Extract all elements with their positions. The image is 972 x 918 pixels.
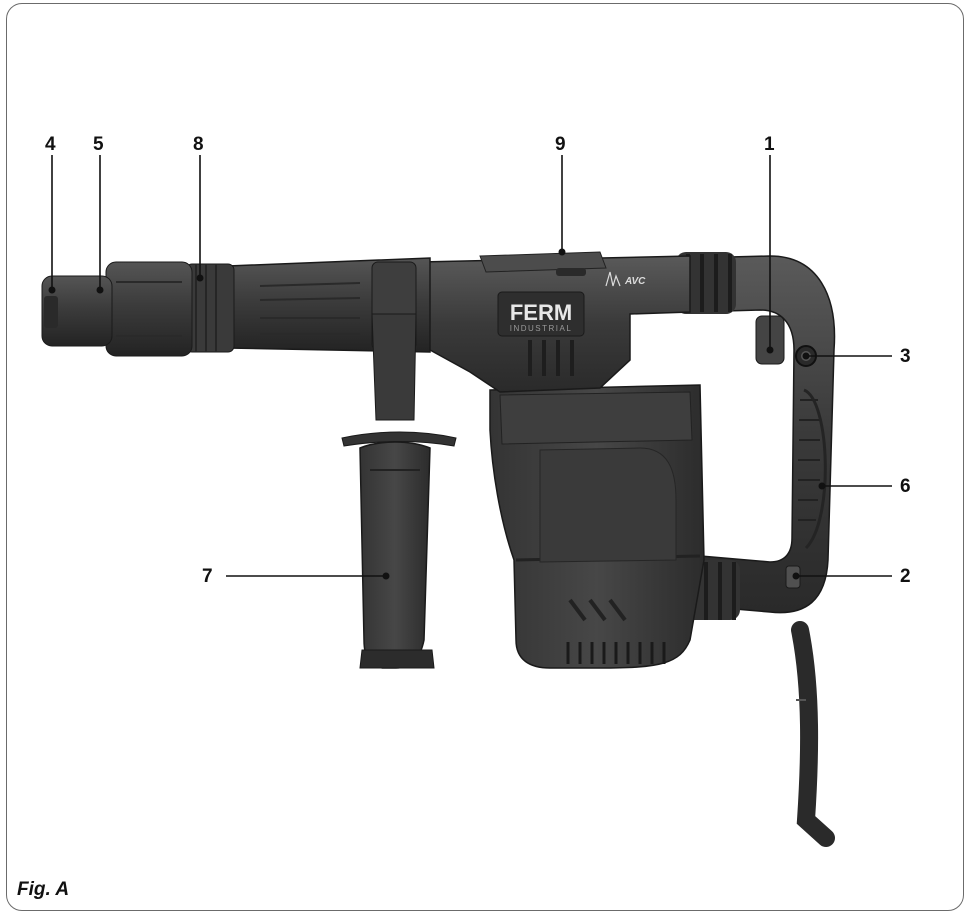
rear-handle [689,255,836,614]
callout-9: 9 [555,134,566,155]
motor-vents [566,642,666,664]
tool-holder [41,261,235,357]
callout-3: 3 [900,346,911,367]
callout-1: 1 [764,134,775,155]
callout-8: 8 [193,134,204,155]
callout-leader-lines [51,155,892,577]
grip-texture [798,399,820,521]
figure-caption: Fig. A [17,879,70,900]
auxiliary-handle [341,313,457,669]
power-cable [791,621,835,847]
callout-2: 2 [900,566,911,587]
avc-badge: AVC [624,276,646,287]
brand-logo: FERM [510,300,572,325]
head-vents [528,340,574,376]
callout-4: 4 [45,134,56,155]
callout-6: 6 [900,476,911,497]
callout-7: 7 [202,566,213,587]
logo-plate [497,291,585,337]
callout-5: 5 [93,134,104,155]
brand-logo-sub: INDUSTRIAL [510,324,573,333]
